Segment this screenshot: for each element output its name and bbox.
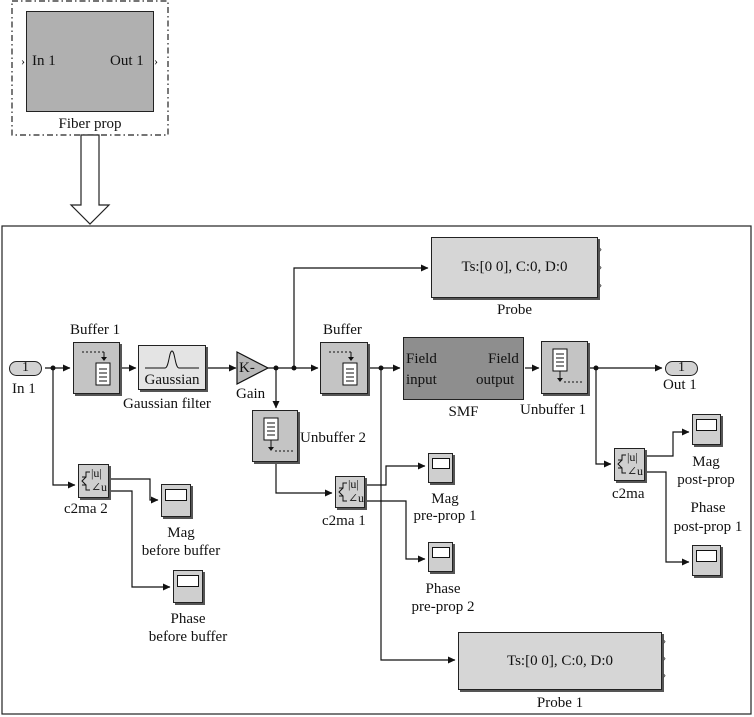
smf-block[interactable]: Field input Field output <box>403 337 524 400</box>
scope-icon <box>165 489 187 501</box>
buffer-icon <box>82 351 111 386</box>
scope-mag-preprop-line2: pre-prop 1 <box>413 508 477 524</box>
c2ma-u2: ∠u <box>627 464 644 478</box>
subsystem-in-port: In 1 <box>32 53 56 69</box>
scope-phase-postprop-line1: Phase <box>690 500 726 516</box>
unbuffer1-block[interactable] <box>541 341 588 394</box>
wire-gain-probe <box>293 264 429 368</box>
scope-icon <box>177 575 199 587</box>
fiber-prop-subsystem[interactable] <box>26 11 154 112</box>
c2ma-icon <box>81 471 90 491</box>
scope-mag-before[interactable] <box>161 484 191 517</box>
c2ma2-u1: |u| <box>91 466 102 480</box>
probe-label: Probe <box>497 302 532 318</box>
c2ma2-block[interactable]: |u| ∠u <box>78 464 109 498</box>
c2ma-u1: |u| <box>627 450 638 464</box>
scope-phase-before[interactable] <box>173 570 203 603</box>
unbuffer-icon <box>552 348 582 383</box>
c2ma-label: c2ma <box>612 486 645 502</box>
out1-label: Out 1 <box>663 377 697 393</box>
unbuffer2-label: Unbuffer 2 <box>300 430 366 446</box>
wire-c2ma-mag <box>646 428 690 457</box>
scope-icon <box>432 547 450 558</box>
scope-phase-preprop-line2: pre-prop 2 <box>411 599 475 615</box>
out-port-chevron-icon: › <box>154 54 158 68</box>
scope-phase-postprop[interactable] <box>692 545 721 576</box>
wire-c2ma-phase <box>646 471 690 566</box>
smf-in-line1: Field <box>406 351 437 367</box>
subsystem-name: Fiber prop <box>58 116 122 132</box>
probe1-label: Probe 1 <box>536 695 584 711</box>
scope-mag-before-line2: before buffer <box>141 543 221 559</box>
unbuffer-icon <box>263 417 293 452</box>
scope-icon <box>432 458 450 469</box>
wire-c2ma1-phase <box>366 500 426 563</box>
scope-icon <box>696 550 717 562</box>
gaussian-curve-icon <box>145 350 199 369</box>
c2ma2-u2: ∠u <box>91 480 108 494</box>
c2ma1-u1: |u| <box>348 477 359 491</box>
wire-c2ma2-mag <box>110 478 159 504</box>
wire-unbuffer2-c2ma1 <box>275 463 333 497</box>
smf-label: SMF <box>448 404 479 420</box>
subsystem-out-port: Out 1 <box>110 53 144 69</box>
scope-phase-before-line2: before buffer <box>148 629 228 645</box>
probe-text: Ts:[0 0], C:0, D:0 <box>461 259 568 275</box>
c2ma-icon <box>617 454 626 474</box>
scope-phase-before-line1: Phase <box>170 611 206 627</box>
wire-in1-c2ma2 <box>52 368 76 489</box>
buffer-block[interactable] <box>320 342 368 394</box>
wire-unbuffer1-c2ma <box>595 368 612 468</box>
scope-icon <box>696 419 717 431</box>
unbuffer1-label: Unbuffer 1 <box>520 402 586 418</box>
in-port-chevron-icon: › <box>21 54 25 68</box>
gain-label: Gain <box>236 386 266 402</box>
scope-mag-postprop-line2: post-prop <box>677 472 735 488</box>
probe-block[interactable]: Ts:[0 0], C:0, D:0 <box>431 237 598 298</box>
buffer-label: Buffer <box>323 322 362 338</box>
unbuffer2-block[interactable] <box>252 410 298 462</box>
buffer1-block[interactable] <box>73 342 120 394</box>
scope-mag-preprop-line1: Mag <box>431 491 459 507</box>
scope-phase-postprop-line2: post-prop 1 <box>673 519 743 535</box>
gaussian-filter-block[interactable]: Gaussian <box>138 345 206 390</box>
probe1-block[interactable]: Ts:[0 0], C:0, D:0 <box>458 632 662 690</box>
c2ma1-label: c2ma 1 <box>322 513 366 529</box>
wire-c2ma2-phase <box>110 490 171 591</box>
in1-port-block[interactable] <box>9 361 42 376</box>
smf-out-line2: output <box>476 372 515 388</box>
wire-c2ma1-mag <box>366 462 426 486</box>
probe-port-chevrons: ››› <box>599 244 602 290</box>
gain-text: K- <box>239 360 255 376</box>
scope-mag-preprop[interactable] <box>428 453 453 483</box>
in1-number: 1 <box>22 360 29 375</box>
wire-buffer-probe1 <box>380 368 456 664</box>
gain-block[interactable] <box>236 351 270 385</box>
smf-in-line2: input <box>406 372 437 388</box>
probe1-text: Ts:[0 0], C:0, D:0 <box>506 653 614 669</box>
expanded-frame <box>1 225 752 715</box>
c2ma2-label: c2ma 2 <box>64 501 108 517</box>
c2ma1-u2: ∠u <box>348 491 365 505</box>
probe1-port-chevrons: ››› <box>663 636 666 680</box>
buffer1-label: Buffer 1 <box>70 322 121 338</box>
buffer-icon <box>329 351 358 386</box>
c2ma-block[interactable]: |u| ∠u <box>614 448 645 481</box>
smf-out-line1: Field <box>488 351 519 367</box>
c2ma1-block[interactable]: |u| ∠u <box>335 476 365 508</box>
scope-phase-preprop[interactable] <box>428 542 453 572</box>
out1-number: 1 <box>678 360 685 375</box>
out1-port-block[interactable] <box>665 361 698 376</box>
scope-mag-postprop-line1: Mag <box>692 454 720 470</box>
in1-label: In 1 <box>12 381 36 397</box>
scope-mag-postprop[interactable] <box>692 414 721 445</box>
expand-arrow-icon <box>69 134 111 225</box>
scope-mag-before-line1: Mag <box>167 525 195 541</box>
gaussian-filter-label: Gaussian filter <box>123 396 211 412</box>
gaussian-text: Gaussian <box>144 372 200 388</box>
scope-phase-preprop-line1: Phase <box>425 581 461 597</box>
c2ma-icon <box>338 482 347 502</box>
